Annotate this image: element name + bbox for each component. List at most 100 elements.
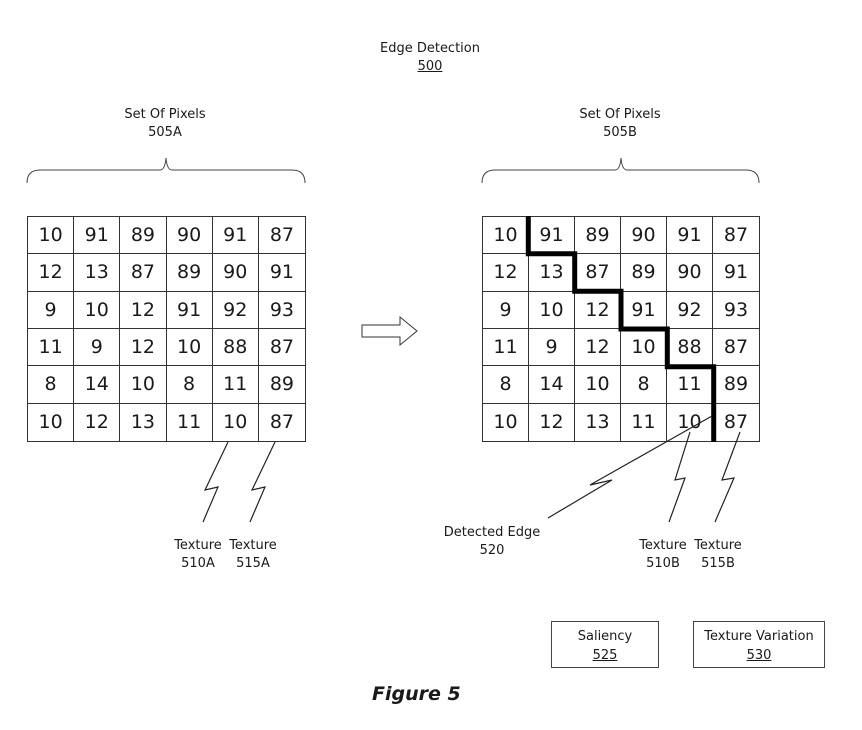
texture-510b-title: Texture xyxy=(639,538,687,553)
set-b-label: Set Of Pixels 505B xyxy=(540,106,700,142)
texture-515a-label: Texture 515A xyxy=(223,537,283,573)
detected-edge-path xyxy=(525,216,717,442)
grid-a-cell-r3-c4: 88 xyxy=(212,328,259,367)
leader-texture-515a xyxy=(249,441,276,523)
grid-a-cell-r1-c5: 91 xyxy=(258,254,305,292)
grid-a-cell-r0-c2: 89 xyxy=(120,217,167,255)
leader-texture-510a xyxy=(202,441,229,523)
texture-variation-title: Texture Variation xyxy=(704,629,814,644)
right-arrow-icon xyxy=(361,315,418,347)
texture-515a-title: Texture xyxy=(229,538,277,553)
grid-a-cell-r4-c0: 8 xyxy=(28,366,75,404)
grid-a-cell-r4-c1: 14 xyxy=(74,366,121,404)
grid-b-cell-r5-c0: 10 xyxy=(483,403,529,441)
grid-b-cell-r4-c0: 8 xyxy=(483,366,529,404)
leader-detected-edge xyxy=(547,415,713,519)
texture-510b-label: Texture 510B xyxy=(633,537,693,573)
grid-b-cell-r5-c1: 12 xyxy=(529,403,575,441)
grid-b-cell-r0-c3: 90 xyxy=(621,217,667,255)
texture-510b-ref: 510B xyxy=(646,556,680,571)
texture-515b-title: Texture xyxy=(694,538,742,553)
brace-a xyxy=(26,157,306,184)
grid-a-cell-r4-c3: 8 xyxy=(166,366,213,404)
saliency-ref: 525 xyxy=(592,648,618,663)
grid-b-cell-r4-c3: 8 xyxy=(621,366,667,404)
grid-a-cell-r5-c1: 12 xyxy=(74,403,121,441)
grid-a-cell-r1-c3: 89 xyxy=(166,254,213,292)
grid-b-cell-r0-c5: 87 xyxy=(713,217,759,255)
grid-a-cell-r5-c0: 10 xyxy=(28,403,75,441)
grid-b-cell-r5-c5: 87 xyxy=(723,411,749,434)
grid-a-cell-r5-c4: 10 xyxy=(213,403,259,441)
grid-b-cell-r2-c4: 92 xyxy=(667,291,713,329)
grid-b-cell-r3-c2: 12 xyxy=(575,328,621,367)
grid-b-cell-r2-c0: 9 xyxy=(483,291,529,329)
detected-edge-line xyxy=(525,216,717,442)
grid-b-cell-r1-c0: 12 xyxy=(483,254,529,292)
grid-a-cell-r1-c2: 87 xyxy=(120,254,167,292)
grid-b-cell-r4-c5: 89 xyxy=(713,366,759,404)
grid-a-cell-r4-c5: 89 xyxy=(258,366,305,404)
grid-a-cell-r3-c3: 10 xyxy=(166,328,213,367)
leader-texture-515b xyxy=(714,431,741,523)
detected-edge-label: Detected Edge 520 xyxy=(437,524,547,560)
grid-b-cell-r2-c5: 93 xyxy=(713,292,759,329)
texture-515a-ref: 515A xyxy=(236,556,270,571)
grid-a-cell-r5-c2: 13 xyxy=(120,403,167,441)
grid-b-cell-r3-c0: 11 xyxy=(483,328,529,367)
grid-a-cell-r2-c3: 91 xyxy=(166,291,213,329)
set-a-title: Set Of Pixels xyxy=(124,107,206,122)
texture-510a-ref: 510A xyxy=(181,556,215,571)
grid-b-cell-r1-c4: 90 xyxy=(667,254,713,292)
texture-510a-label: Texture 510A xyxy=(168,537,228,573)
grid-a-cell-r2-c4: 92 xyxy=(212,291,259,329)
saliency-box: Saliency 525 xyxy=(551,621,659,668)
brace-b xyxy=(481,157,760,184)
grid-a-cell-r3-c2: 12 xyxy=(120,328,167,367)
texture-variation-box: Texture Variation 530 xyxy=(693,621,825,668)
grid-b-cell-r3-c5: 87 xyxy=(713,329,759,367)
grid-a-cell-r0-c5: 87 xyxy=(258,217,305,255)
grid-a-cell-r5-c5: 87 xyxy=(269,411,294,434)
grid-a-cell-r2-c2: 12 xyxy=(120,291,167,329)
grid-a-cell-r4-c4: 11 xyxy=(212,366,259,404)
grid-a-cell-r4-c2: 10 xyxy=(120,366,167,404)
grid-a-cell-r0-c4: 91 xyxy=(212,217,259,255)
texture-515b-label: Texture 515B xyxy=(688,537,748,573)
grid-b-cell-r2-c1: 10 xyxy=(529,291,575,329)
grid-a-cell-r1-c0: 12 xyxy=(28,254,75,292)
grid-a-cell-r3-c0: 11 xyxy=(28,328,75,367)
grid-a-cell-r0-c3: 90 xyxy=(166,217,213,255)
texture-515b-ref: 515B xyxy=(701,556,735,571)
set-a-label: Set Of Pixels 505A xyxy=(85,106,245,142)
title-label: Edge Detection xyxy=(379,41,480,56)
grid-b-cell-r3-c1: 9 xyxy=(529,328,575,367)
diagram-title: Edge Detection 500 xyxy=(330,40,530,76)
saliency-title: Saliency xyxy=(577,629,633,644)
grid-b-cell-r0-c4: 91 xyxy=(667,217,713,255)
detected-edge-title: Detected Edge xyxy=(443,525,541,540)
set-b-title: Set Of Pixels xyxy=(579,107,661,122)
grid-a-cell-r3-c1: 9 xyxy=(74,328,121,367)
grid-a-cell-r0-c0: 10 xyxy=(28,217,75,255)
texture-510a-title: Texture xyxy=(174,538,222,553)
grid-a-cell-r5-c3: 11 xyxy=(167,403,213,441)
detected-edge-ref: 520 xyxy=(479,543,505,558)
title-ref: 500 xyxy=(417,59,443,74)
grid-b-cell-r4-c1: 14 xyxy=(529,366,575,404)
grid-b-cell-r0-c2: 89 xyxy=(575,217,621,255)
grid-a-cell-r3-c5: 87 xyxy=(258,329,305,367)
grid-a-cell-r2-c1: 10 xyxy=(74,291,121,329)
grid-b-cell-r5-c2: 13 xyxy=(575,403,621,441)
grid-a-cell-r1-c1: 13 xyxy=(74,254,121,292)
grid-b-cell-r1-c5: 91 xyxy=(713,254,759,292)
set-b-ref: 505B xyxy=(603,125,637,140)
grid-b-cell-r4-c2: 10 xyxy=(575,366,621,404)
set-a-ref: 505A xyxy=(148,125,182,140)
grid-a-cell-r2-c0: 9 xyxy=(28,291,75,329)
grid-a-cell-r1-c4: 90 xyxy=(212,254,259,292)
figure-caption: Figure 5 xyxy=(372,683,461,705)
